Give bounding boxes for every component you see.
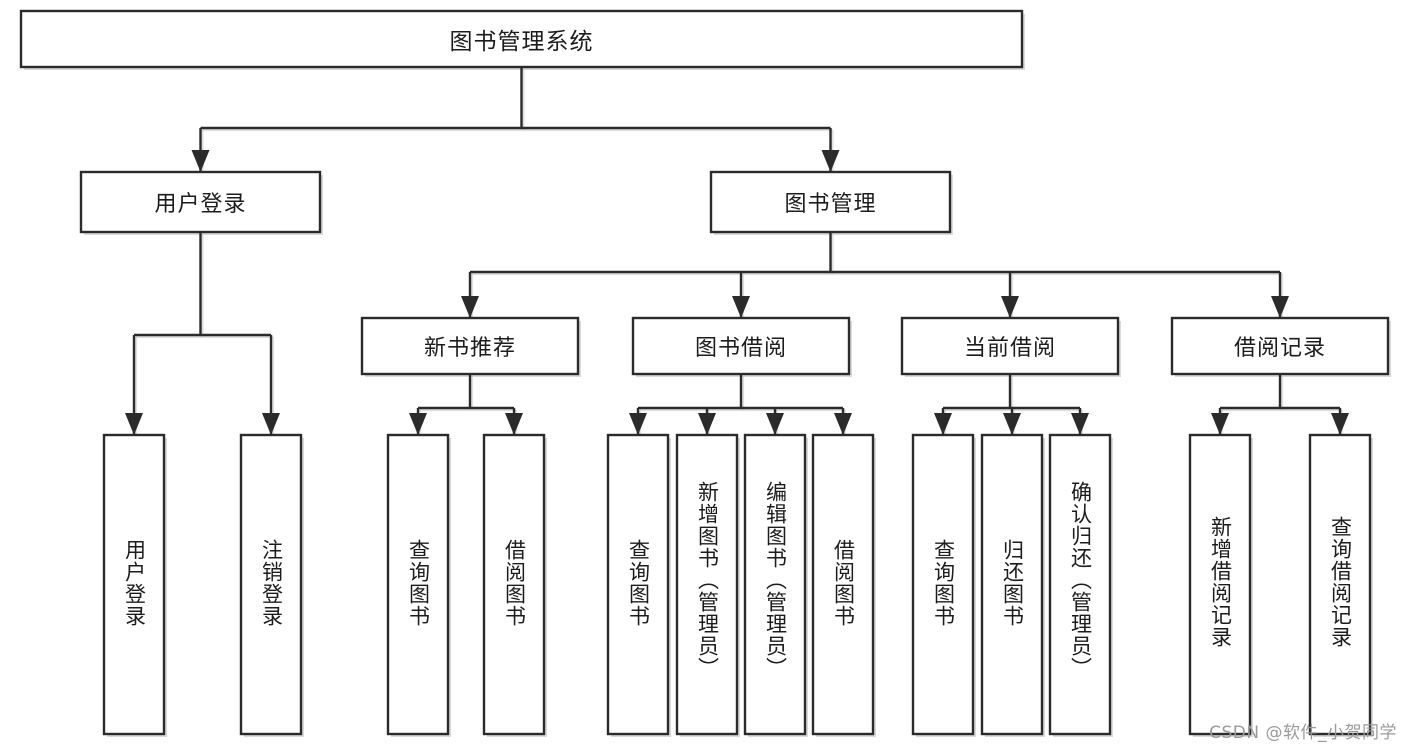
- node-l3-借阅记录[interactable]: [1170, 316, 1390, 376]
- arrow-head-icon: [1271, 296, 1289, 318]
- arrow-head-icon: [834, 413, 852, 435]
- arrow-head-icon: [1001, 296, 1019, 318]
- node-leaf-查询借阅记录[interactable]: [1308, 433, 1372, 736]
- node-l3-用户登录[interactable]: [102, 433, 166, 736]
- node-leaf-借阅图书[interactable]: [811, 433, 875, 736]
- node-leaf-归还图书[interactable]: [980, 433, 1044, 736]
- arrow-head-icon: [1331, 413, 1349, 435]
- arrow-head-icon: [1003, 413, 1021, 435]
- node-leaf-确认归还管理员[interactable]: [1048, 433, 1112, 736]
- node-l3-当前借阅[interactable]: [900, 316, 1120, 376]
- arrow-head-icon: [629, 413, 647, 435]
- node-leaf-查询图书[interactable]: [386, 433, 450, 736]
- watermark-text: CSDN @软件_小贺同学: [1209, 723, 1397, 743]
- arrow-head-icon: [125, 413, 143, 435]
- arrow-head-icon: [262, 413, 280, 435]
- node-root-图书管理系统[interactable]: [19, 9, 1024, 69]
- arrow-head-icon: [1071, 413, 1089, 435]
- arrow-head-icon: [732, 296, 750, 318]
- arrow-head-icon: [191, 150, 210, 172]
- node-l2-图书管理[interactable]: [709, 170, 952, 234]
- arrow-head-icon: [698, 413, 716, 435]
- node-l2-用户登录[interactable]: [79, 170, 322, 234]
- node-leaf-新增图书管理员[interactable]: [675, 433, 739, 736]
- node-leaf-新增借阅记录[interactable]: [1188, 433, 1252, 736]
- arrow-head-icon: [409, 413, 427, 435]
- arrow-head-icon: [821, 150, 840, 172]
- node-leaf-查询图书[interactable]: [606, 433, 670, 736]
- node-leaf-查询图书[interactable]: [911, 433, 975, 736]
- arrow-head-icon: [1211, 413, 1229, 435]
- node-leaf-编辑图书管理员[interactable]: [743, 433, 807, 736]
- arrow-head-icon: [766, 413, 784, 435]
- node-l3-注销登录[interactable]: [239, 433, 303, 736]
- arrow-head-icon: [934, 413, 952, 435]
- node-l3-图书借阅[interactable]: [631, 316, 851, 376]
- node-leaf-借阅图书[interactable]: [482, 433, 546, 736]
- node-l3-新书推荐[interactable]: [360, 316, 580, 376]
- arrow-head-icon: [461, 296, 479, 318]
- arrow-head-icon: [505, 413, 523, 435]
